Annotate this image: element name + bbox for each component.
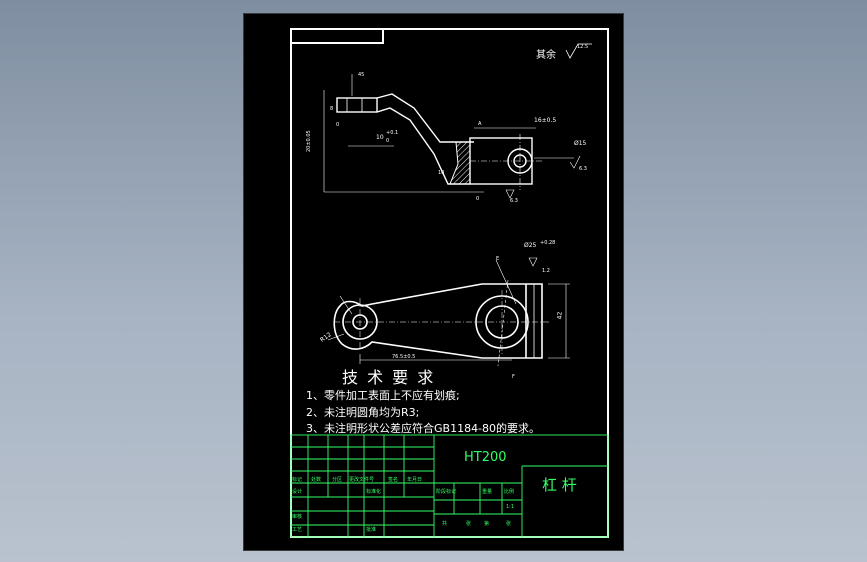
dim-bottom-a: 10	[438, 170, 445, 176]
dim-plan-length: 76.5±0.5	[392, 354, 416, 360]
dim-boss-roughness: 6.3	[579, 166, 587, 172]
header-cell: 年月日	[407, 477, 423, 483]
sheet-cell: 共	[442, 521, 448, 527]
front-view	[323, 74, 581, 199]
right-cell: 比例	[504, 489, 515, 495]
dim-width-right: 16±0.5	[534, 117, 557, 124]
material-label: HT200	[464, 450, 507, 465]
dim-top-c: 0	[336, 122, 340, 128]
dim-slot-lower: 0	[386, 138, 390, 144]
dim-slot-upper: +0.1	[386, 130, 399, 136]
dim-boss-dia: Ø15	[574, 140, 587, 147]
dim-plan-flat: 1.2	[542, 268, 550, 274]
surface-note-label: 其余	[536, 50, 556, 61]
header-cell: 分区	[332, 477, 343, 483]
dim-plan-height: 42	[556, 311, 564, 320]
dim-plan-dia: Ø25	[524, 242, 537, 249]
title-block-grid	[290, 434, 609, 538]
dim-plan-dia-tol: +0.28	[540, 240, 556, 246]
tech-req-item: 1、零件加工表面上不应有划痕;	[306, 389, 460, 402]
role-cell: 工艺	[292, 527, 303, 533]
plan-view	[327, 257, 570, 367]
role-cell: 审核	[292, 514, 303, 520]
drawing-canvas	[290, 28, 609, 538]
dim-slot: 10	[376, 134, 384, 141]
dim-top-b: 8	[330, 106, 334, 112]
tech-req-item: 3、未注明形状公差应符合GB1184-80的要求。	[306, 422, 541, 435]
role-cell: 批准	[366, 527, 377, 533]
scale-value: 1:1	[506, 504, 515, 510]
dim-plan-e: E	[496, 256, 500, 262]
roughness-symbol	[565, 43, 592, 59]
role-cell: 标准化	[366, 489, 382, 495]
role-cell: 设计	[292, 489, 303, 495]
part-name: 杠 杆	[542, 476, 577, 494]
drawing-sheet: 其余 12.5 45 8 0 20±0.05 10 +0.1 0 A 16±0.…	[243, 13, 624, 551]
dim-height-left: 20±0.05	[306, 130, 312, 152]
tech-req-item: 2、未注明圆角均为R3;	[306, 406, 420, 419]
header-cell: 签名	[388, 477, 399, 483]
right-cell: 重量	[482, 489, 493, 495]
header-cell: 处数	[311, 477, 322, 483]
right-cell: 阶段标记	[436, 489, 457, 495]
drawing-code-box	[290, 28, 384, 44]
sheet-cell: 张	[506, 521, 512, 527]
dim-bottom-c: 6.3	[510, 198, 518, 204]
dim-top-a: 45	[358, 72, 365, 78]
header-cell: 更改文件号	[349, 477, 375, 483]
dim-plan-f: F	[512, 374, 515, 380]
header-cell: 标记	[292, 477, 303, 483]
surface-note-value: 12.5	[577, 44, 589, 50]
dim-sec-a: A	[478, 121, 482, 127]
dim-bottom-b: 0	[476, 196, 480, 202]
sheet-cell: 张	[466, 521, 472, 527]
sheet-cell: 第	[484, 521, 490, 527]
inner-frame	[290, 28, 609, 538]
tech-req-title: 技 术 要 求	[342, 368, 436, 387]
